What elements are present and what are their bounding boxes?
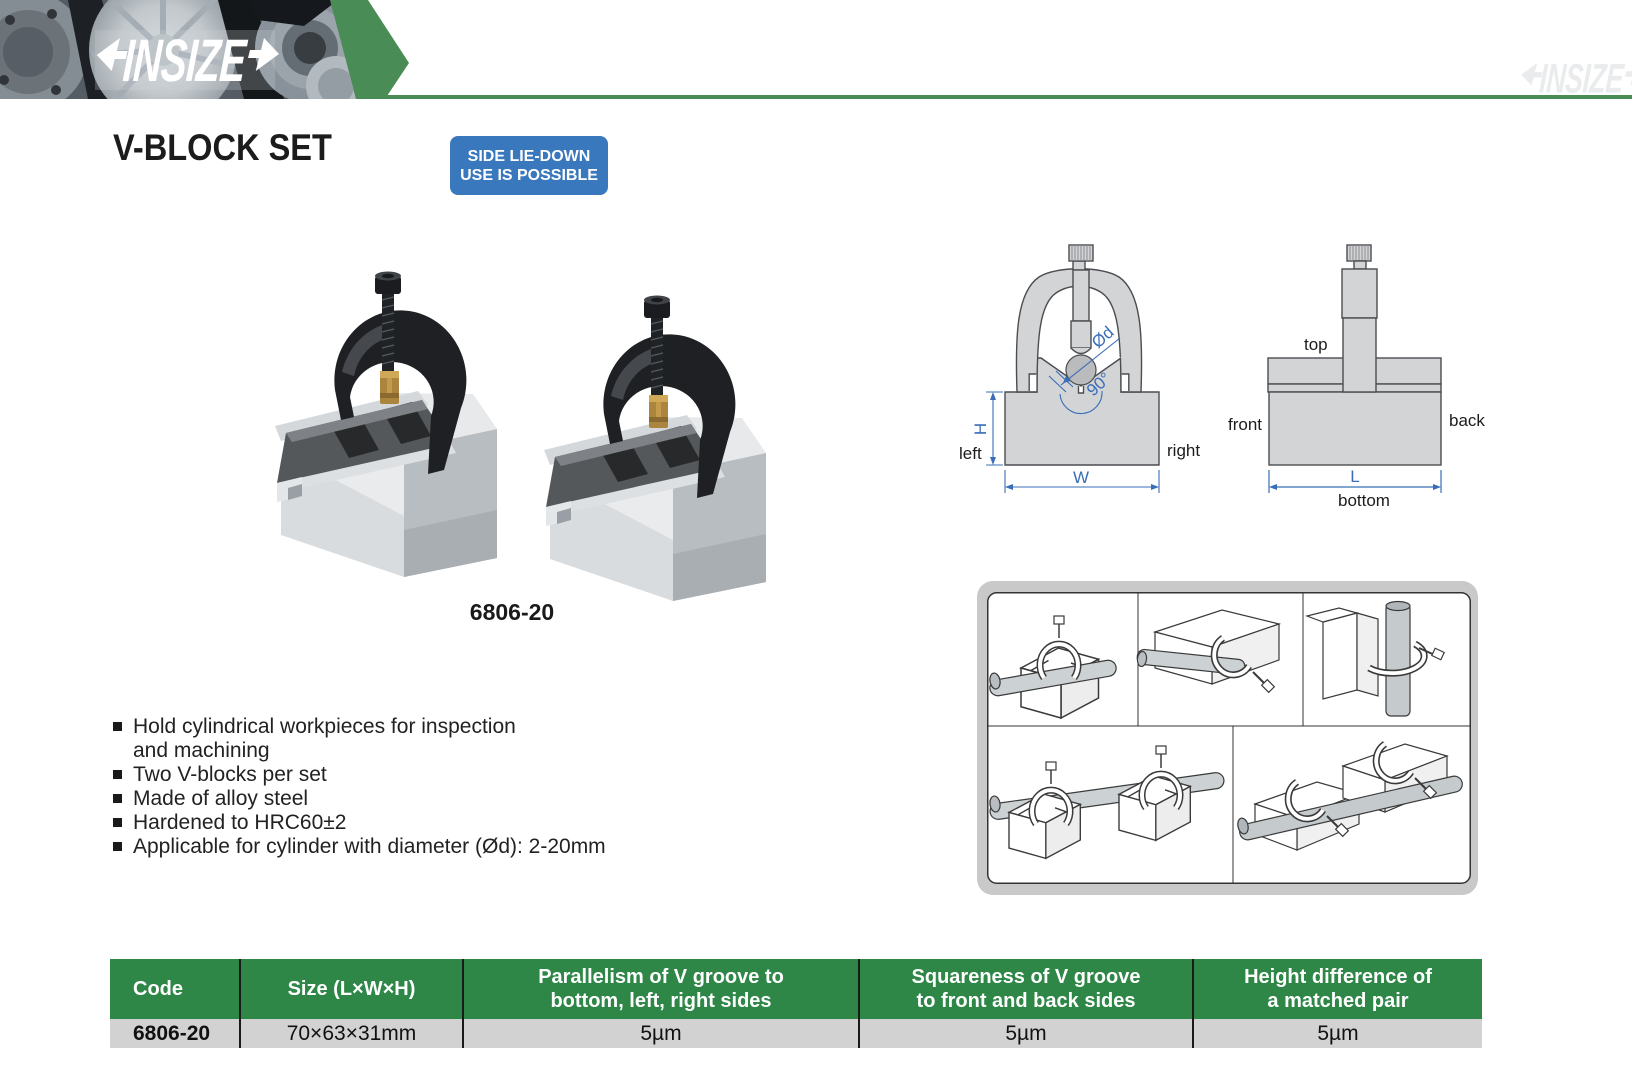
svg-text:bottom: bottom bbox=[1338, 491, 1390, 510]
svg-text:L: L bbox=[1350, 467, 1359, 486]
svg-text:front: front bbox=[1228, 415, 1262, 434]
svg-text:H: H bbox=[971, 423, 990, 435]
svg-text:back: back bbox=[1449, 411, 1485, 430]
svg-text:top: top bbox=[1304, 335, 1328, 354]
svg-text:left: left bbox=[959, 444, 982, 463]
svg-text:Ød: Ød bbox=[1088, 323, 1118, 352]
svg-text:W: W bbox=[1073, 468, 1089, 487]
svg-text:right: right bbox=[1167, 441, 1200, 460]
